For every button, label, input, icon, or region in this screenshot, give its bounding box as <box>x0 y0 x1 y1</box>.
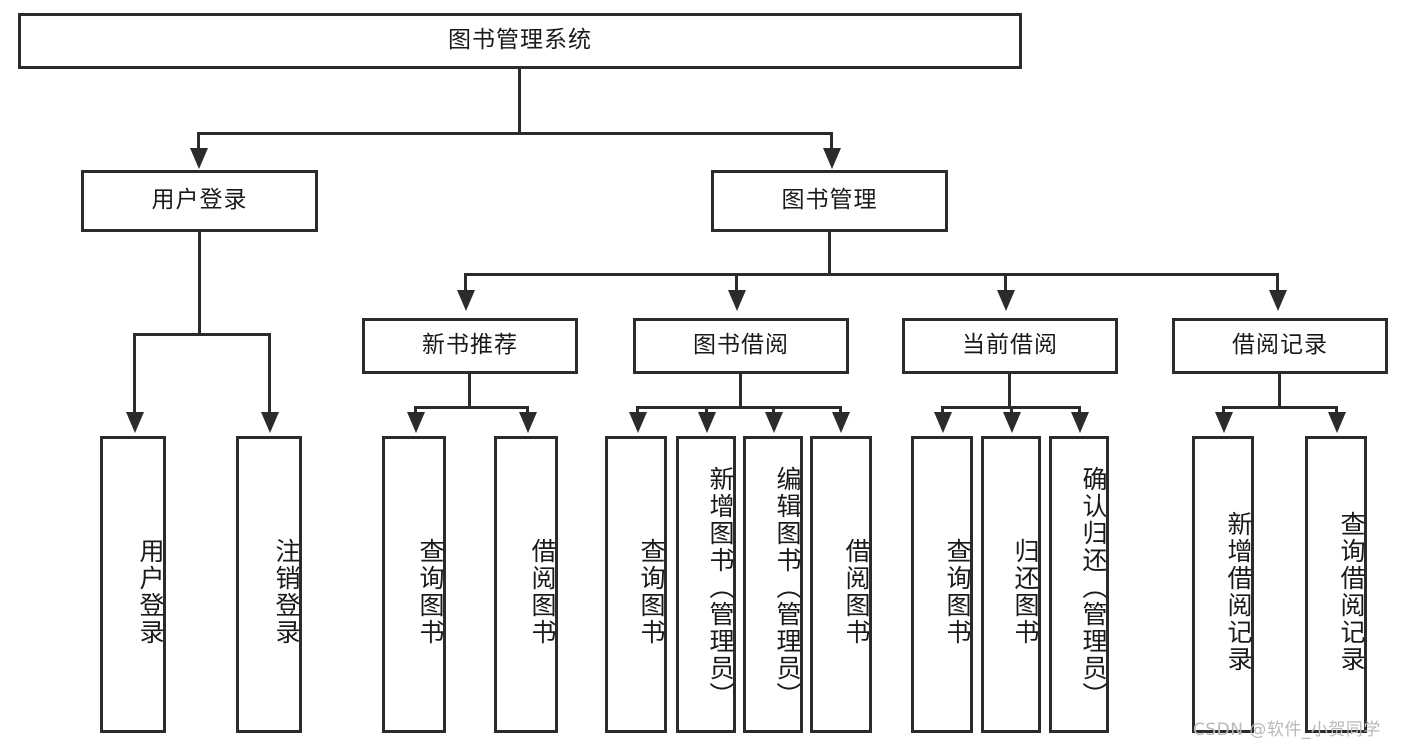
csdn-watermark: CSDN @软件_小贺同学 <box>1193 720 1381 740</box>
leaf-query-books-borrow[interactable]: 查询图书 <box>605 436 667 733</box>
node-label: 用户登录 <box>151 187 248 214</box>
connector-borrow-record-stem <box>1278 374 1281 409</box>
connector-new-book-bar <box>414 406 529 409</box>
connector-user-login-stem <box>198 232 201 336</box>
arrow-bm-to-current-borrow <box>997 290 1015 311</box>
node-label: 借阅图书 <box>528 537 557 646</box>
arrow-bm-to-new-book <box>457 290 475 311</box>
node-root-book-management-system[interactable]: 图书管理系统 <box>18 13 1022 69</box>
leaf-borrow-books-new-book[interactable]: 借阅图书 <box>494 436 558 733</box>
node-new-book-recommendation[interactable]: 新书推荐 <box>362 318 578 374</box>
connector-user-login-bar <box>133 333 271 336</box>
arrow-bb-to-leaf-1 <box>629 412 647 433</box>
connector-br-to-leaf-1 <box>1222 406 1225 417</box>
node-label: 用户登录 <box>136 537 165 646</box>
connector-bb-to-leaf-1 <box>636 406 639 417</box>
node-label: 新增借阅记录 <box>1224 510 1253 673</box>
arrow-cb-to-leaf-2 <box>1003 412 1021 433</box>
arrow-user-login-to-leaf-2 <box>261 412 279 433</box>
arrow-br-to-leaf-1 <box>1215 412 1233 433</box>
node-label: 借阅记录 <box>1232 332 1328 359</box>
connector-borrow-record-bar <box>1222 406 1338 409</box>
arrow-cb-to-leaf-1 <box>934 412 952 433</box>
node-label: 查询图书 <box>943 537 972 646</box>
arrow-nb-to-leaf-2 <box>519 412 537 433</box>
connector-bb-to-leaf-4 <box>839 406 842 417</box>
connector-bm-to-book-borrow <box>735 273 738 299</box>
connector-root-to-user-login <box>197 132 200 158</box>
node-label: 当前借阅 <box>962 332 1058 359</box>
connector-bm-to-borrow-record <box>1276 273 1279 299</box>
node-current-borrow[interactable]: 当前借阅 <box>902 318 1118 374</box>
node-label: 确认归还（管理员） <box>1079 466 1108 709</box>
leaf-user-login[interactable]: 用户登录 <box>100 436 166 733</box>
arrow-bb-to-leaf-4 <box>832 412 850 433</box>
leaf-edit-book-admin[interactable]: 编辑图书（管理员） <box>743 436 803 733</box>
arrow-bm-to-book-borrow <box>728 290 746 311</box>
connector-nb-to-leaf-1 <box>414 406 417 417</box>
leaf-borrow-books-borrow[interactable]: 借阅图书 <box>810 436 872 733</box>
connector-bm-to-new-book <box>464 273 467 299</box>
connector-br-to-leaf-2 <box>1335 406 1338 417</box>
node-label: 编辑图书（管理员） <box>773 466 802 709</box>
node-label: 归还图书 <box>1011 537 1040 646</box>
node-label: 图书管理 <box>781 187 878 214</box>
node-label: 新书推荐 <box>422 332 518 359</box>
leaf-query-borrow-record[interactable]: 查询借阅记录 <box>1305 436 1367 733</box>
leaf-logout[interactable]: 注销登录 <box>236 436 302 733</box>
node-label: 图书借阅 <box>693 332 789 359</box>
connector-bb-to-leaf-3 <box>772 406 775 417</box>
arrow-br-to-leaf-2 <box>1328 412 1346 433</box>
connector-nb-to-leaf-2 <box>526 406 529 417</box>
node-user-login[interactable]: 用户登录 <box>81 170 318 232</box>
arrow-bm-to-borrow-record <box>1269 290 1287 311</box>
leaf-query-books-current[interactable]: 查询图书 <box>911 436 973 733</box>
node-label: 查询图书 <box>416 537 445 646</box>
connector-root-to-book-management <box>830 132 833 158</box>
connector-bb-to-leaf-2 <box>705 406 708 417</box>
connector-book-borrow-bar <box>636 406 841 409</box>
connector-book-borrow-stem <box>739 374 742 409</box>
leaf-query-books-new-book[interactable]: 查询图书 <box>382 436 446 733</box>
leaf-return-books[interactable]: 归还图书 <box>981 436 1041 733</box>
node-book-management[interactable]: 图书管理 <box>711 170 948 232</box>
node-label: 查询图书 <box>637 537 666 646</box>
connector-user-login-to-leaf-1 <box>133 333 136 417</box>
arrow-user-login-to-leaf-1 <box>126 412 144 433</box>
connector-user-login-to-leaf-2 <box>268 333 271 417</box>
leaf-add-book-admin[interactable]: 新增图书（管理员） <box>676 436 736 733</box>
arrow-bb-to-leaf-2 <box>698 412 716 433</box>
connector-book-management-bar <box>464 273 1279 276</box>
node-book-borrow[interactable]: 图书借阅 <box>633 318 849 374</box>
node-label: 借阅图书 <box>842 537 871 646</box>
node-label: 新增图书（管理员） <box>706 466 735 709</box>
leaf-add-borrow-record[interactable]: 新增借阅记录 <box>1192 436 1254 733</box>
connector-new-book-stem <box>468 374 471 409</box>
connector-root-bar <box>197 132 833 135</box>
node-label: 查询借阅记录 <box>1337 510 1366 673</box>
connector-current-borrow-stem <box>1008 374 1011 409</box>
node-borrow-record[interactable]: 借阅记录 <box>1172 318 1388 374</box>
connector-cb-to-leaf-3 <box>1078 406 1081 417</box>
arrow-root-to-user-login <box>190 148 208 169</box>
node-label: 图书管理系统 <box>448 27 592 54</box>
arrow-cb-to-leaf-3 <box>1071 412 1089 433</box>
arrow-nb-to-leaf-1 <box>407 412 425 433</box>
node-label: 注销登录 <box>272 537 301 646</box>
connector-cb-to-leaf-1 <box>941 406 944 417</box>
connector-bm-to-current-borrow <box>1004 273 1007 299</box>
arrow-bb-to-leaf-3 <box>765 412 783 433</box>
connector-cb-to-leaf-2 <box>1010 406 1013 417</box>
connector-book-management-stem <box>828 232 831 276</box>
connector-root-stem <box>518 69 521 134</box>
arrow-root-to-book-management <box>823 148 841 169</box>
leaf-confirm-return-admin[interactable]: 确认归还（管理员） <box>1049 436 1109 733</box>
